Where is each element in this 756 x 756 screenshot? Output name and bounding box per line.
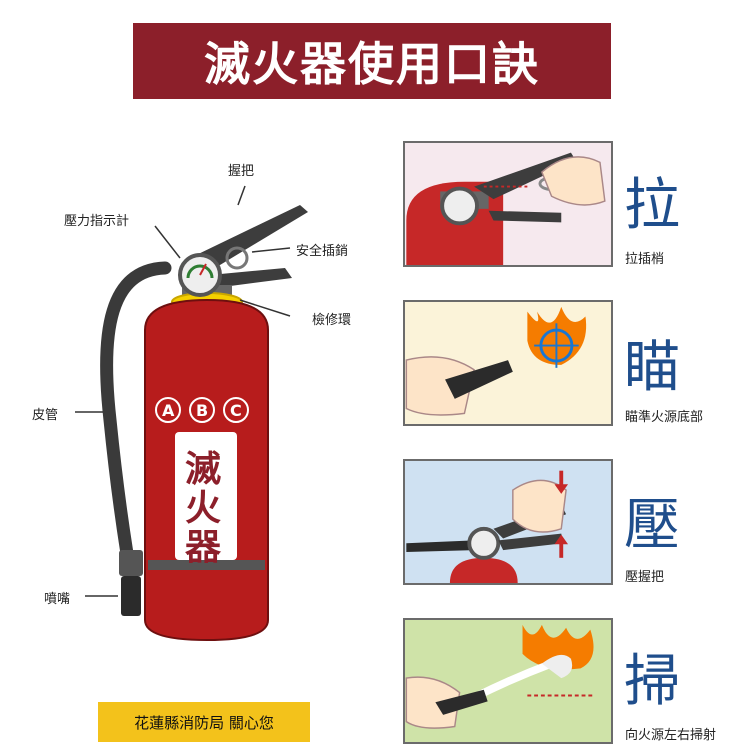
step-caption-pull: 拉插梢 (625, 252, 665, 267)
step-char-sweep: 掃 (624, 649, 680, 714)
label-inspection-ring: 檢修環 (312, 313, 352, 328)
footer-credit: 花蓮縣消防局 關心您 (98, 702, 310, 742)
sweep-illustration (405, 624, 596, 729)
body-label-char-2: 火 (185, 488, 222, 529)
step-caption-squeeze: 壓握把 (625, 570, 665, 585)
class-label-c: C (230, 401, 242, 420)
squeeze-illustration (406, 470, 569, 583)
step-panel-aim (403, 300, 613, 426)
fire-extinguisher-illustration (75, 185, 308, 642)
step-char-squeeze: 壓 (624, 493, 680, 558)
body-label-char-3: 器 (185, 527, 222, 568)
label-safety-pin: 安全插銷 (296, 244, 349, 259)
step-caption-sweep: 向火源左右掃射 (625, 728, 717, 743)
label-nozzle: 噴嘴 (44, 592, 71, 607)
aim-illustration (405, 306, 587, 416)
pull-pin-illustration (406, 152, 606, 265)
step-char-pull: 拉 (624, 173, 680, 238)
class-label-a: A (162, 401, 175, 420)
step-char-aim: 瞄 (624, 335, 680, 400)
step-panel-pull (403, 141, 613, 267)
body-label-char-1: 滅 (185, 449, 222, 490)
class-label-b: B (196, 401, 209, 420)
label-pressure-gauge: 壓力指示計 (64, 214, 130, 229)
step-panel-sweep (403, 618, 613, 744)
step-caption-aim: 瞄準火源底部 (625, 410, 704, 425)
label-hose: 皮管 (32, 408, 59, 423)
step-panel-squeeze (403, 459, 613, 585)
label-handle: 握把 (228, 164, 255, 179)
page-title: 滅火器使用口訣 (133, 23, 611, 99)
